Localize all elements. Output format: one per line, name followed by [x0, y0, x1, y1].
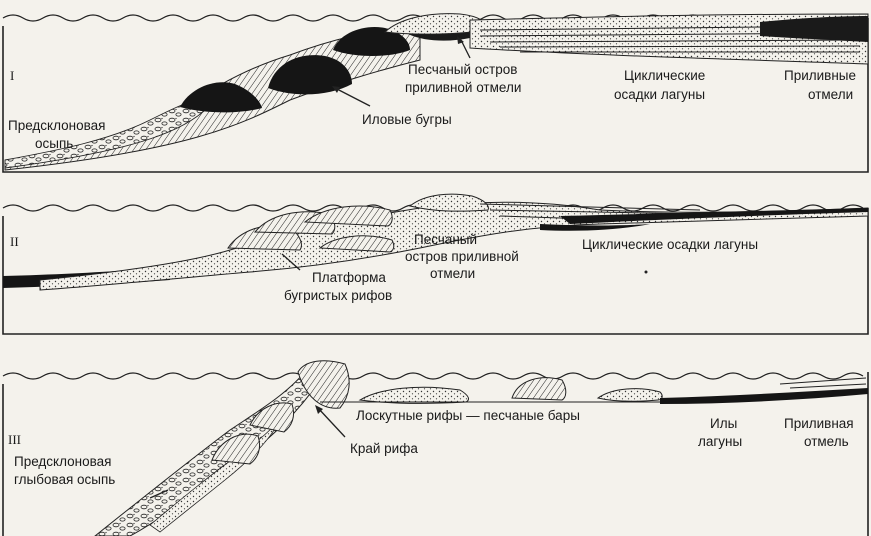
panel-3-patch-reef — [512, 378, 566, 400]
panel-3-tidal-flat-label-line1: Приливная — [784, 416, 854, 431]
panel-3-sand-bar-2 — [598, 389, 662, 402]
panel-2-sand-island-label-line2: остров приливной — [405, 249, 519, 264]
panel-2-platform-label-line1: Платформа — [312, 270, 386, 285]
panel-1-numeral: I — [10, 68, 14, 83]
panel-1-foreslope-label-line2: осыпь — [35, 136, 73, 151]
panel-2-lagoon-label: Циклические осадки лагуны — [582, 237, 758, 252]
panel-2: II Песчаный остров приливной отмели Цикл… — [3, 194, 868, 334]
panel-2-sand-island — [410, 194, 488, 211]
panel-3-patch-reefs-label: Лоскутные рифы — песчаные бары — [356, 408, 580, 423]
panel-2-numeral: II — [10, 234, 19, 249]
panel-3-reef-edge — [298, 361, 349, 408]
panel-2-lagoon-mud-tongue — [540, 224, 650, 231]
panel-3-foreslope-debris — [95, 372, 320, 536]
panel-3-tidal-flat-label-line2: отмель — [804, 434, 849, 449]
panel-2-reef-mound-3 — [305, 206, 392, 226]
panel-2-sand-island-label-line1: Песчаный — [414, 232, 477, 247]
panel-3-lagoon-mud — [660, 388, 868, 404]
panel-1-lagoon-label-line2: осадки лагуны — [614, 87, 705, 102]
panel-1: I Предсклоновая осыпь Иловые бугры Песча… — [3, 14, 868, 172]
panel-3-sand-bar-1 — [360, 387, 468, 403]
panel-3-lagoon-muds-label-line1: Илы — [710, 416, 737, 431]
panel-3-foreslope-label-line2: глыбовая осыпь — [14, 472, 115, 487]
panel-3: III Лоскутные рифы — песчаные бары Илы л… — [3, 361, 868, 536]
panel-2-sand-island-label-line3: отмели — [430, 266, 475, 281]
panel-1-tidal-flats-label-line1: Приливные — [784, 68, 856, 83]
panel-1-mound-arrow — [335, 88, 370, 106]
panel-2-speck — [645, 271, 648, 274]
panel-3-foreslope-label-line1: Предсклоновая — [14, 454, 111, 469]
panel-1-sand-island-label-line2: приливной отмели — [405, 80, 521, 95]
panel-3-reef-edge-label: Край рифа — [350, 441, 418, 456]
panel-3-reef-edge-arrow — [318, 408, 345, 437]
panel-1-mud-mounds-label: Иловые бугры — [362, 112, 452, 127]
panel-3-numeral: III — [8, 432, 21, 447]
panel-3-lagoon-muds-label-line2: лагуны — [698, 434, 742, 449]
panel-1-sand-island-label-line1: Песчаный остров — [408, 62, 517, 77]
panel-1-tidal-flats-label-line2: отмели — [808, 87, 853, 102]
panel-1-lagoon-label-line1: Циклические — [624, 68, 705, 83]
panel-1-foreslope-label-line1: Предсклоновая — [8, 118, 105, 133]
panel-2-platform-label-line2: бугристых рифов — [284, 288, 392, 303]
panel-3-water-surface — [3, 373, 863, 379]
